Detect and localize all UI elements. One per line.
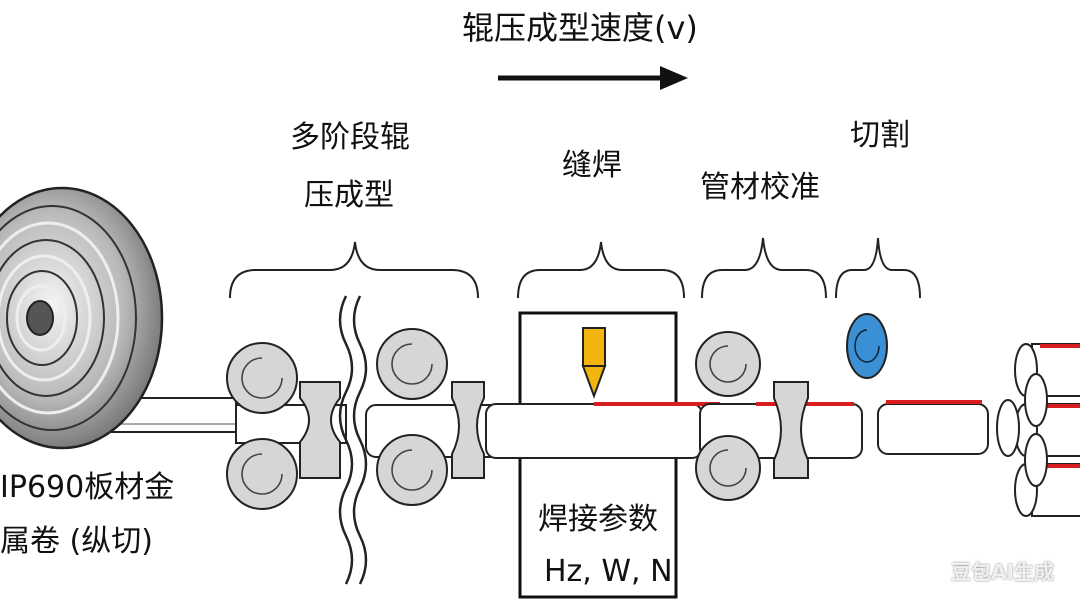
direction-arrow [498,66,688,90]
weld-params-label-line2: Hz, W, N [544,554,673,589]
cutting-saw-icon [846,313,888,379]
diagram-title: 辊压成型速度(v) [462,9,698,47]
welding-torch-icon [581,327,607,399]
sizing-brace [701,237,827,299]
welding-brace [517,241,685,299]
break-lines [338,295,368,585]
finished-tubes-stack [996,343,1080,517]
cut-tube [877,403,989,455]
watermark: 豆包AI生成 [951,560,1054,584]
metal-coil [0,186,164,450]
side-guide-2 [451,381,485,479]
side-guide-3 [773,381,809,479]
weld-params-label-line1: 焊接参数 [538,502,658,537]
sizing-rollers [695,331,761,501]
coil-label-line2: 属卷 (纵切) [0,524,153,559]
cutting-brace [835,237,921,299]
stage-label-forming-line2: 压成型 [304,178,394,213]
stage-label-welding: 缝焊 [562,148,622,183]
side-guide-1 [299,381,341,479]
coil-label-line1: IP690板材金 [0,470,175,505]
stage-label-sizing: 管材校准 [700,170,820,205]
forming-brace [229,241,479,299]
forming-rollers [226,328,448,510]
welding-tube [485,403,703,459]
stage-label-forming-line1: 多阶段辊 [290,120,410,155]
stage-label-cutting: 切割 [850,118,910,153]
